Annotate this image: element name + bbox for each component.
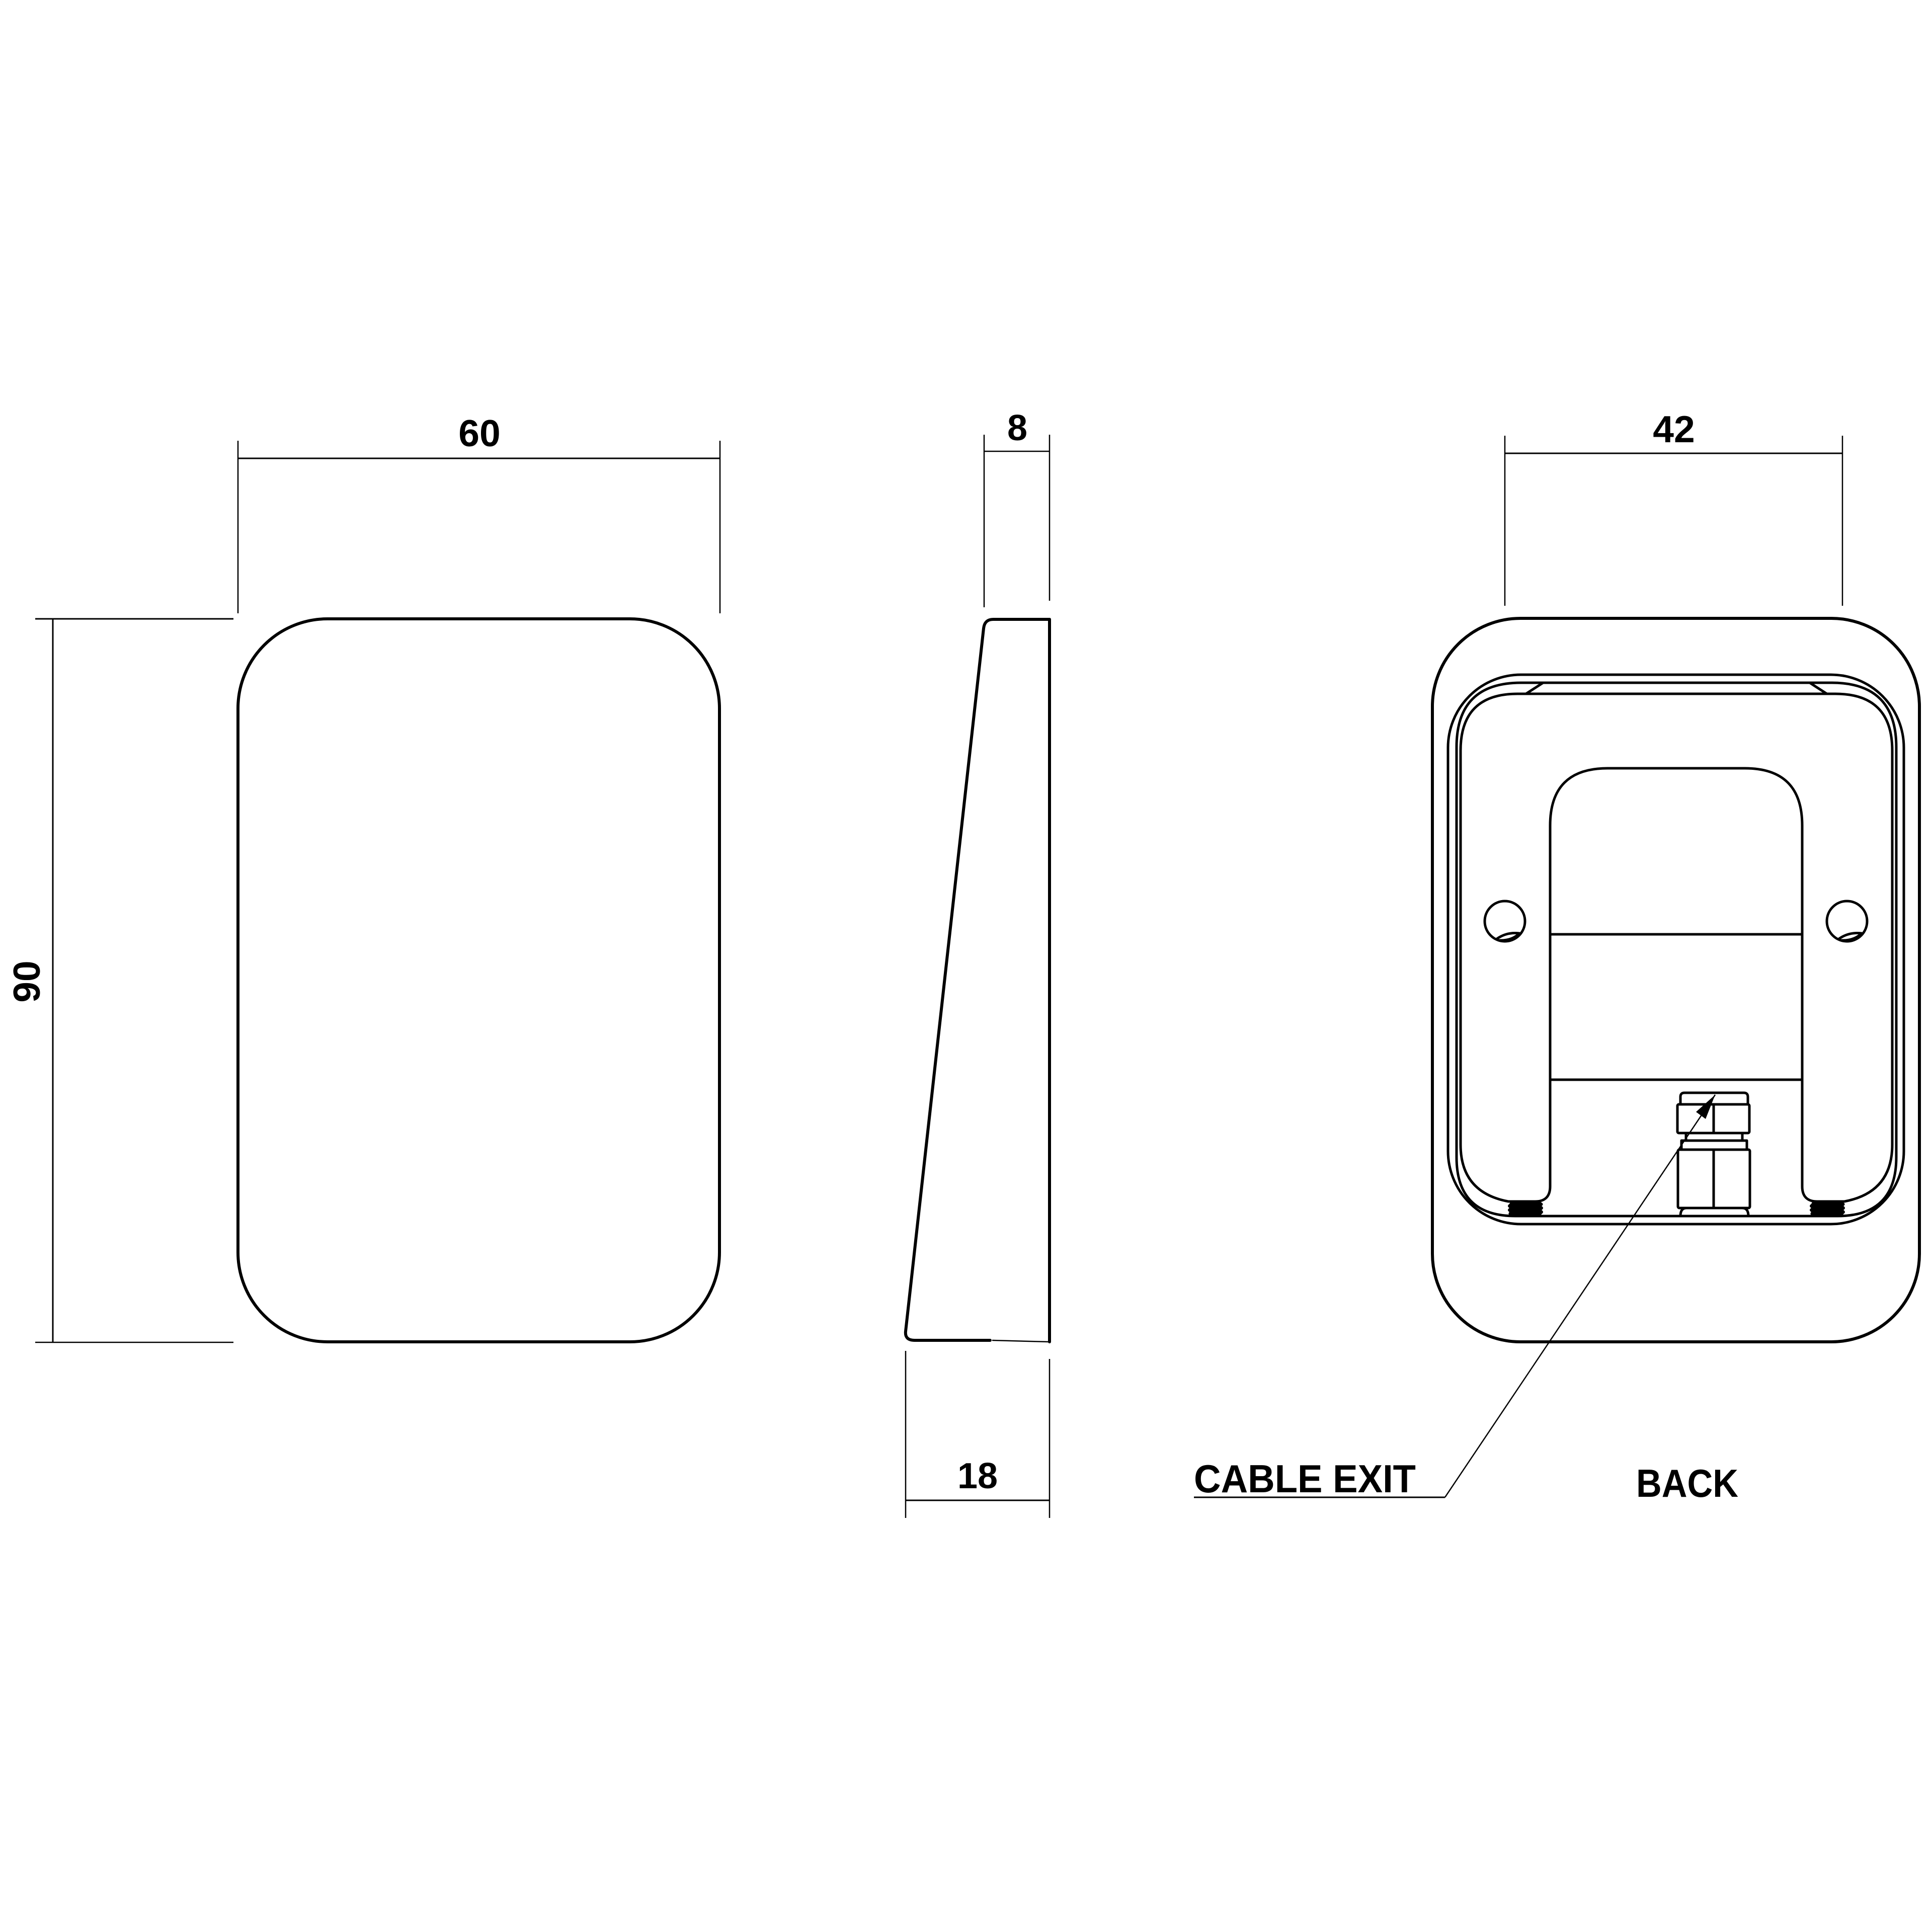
dimension-value-width: 60: [458, 412, 500, 454]
front-height-dimension: 90: [6, 618, 233, 1343]
front-view: 60 90: [6, 412, 721, 1343]
recess-frame-outer: [1446, 673, 1905, 1226]
side-view: 8 18: [904, 408, 1051, 1518]
side-profile-bottom-thin: [992, 1339, 1050, 1343]
back-view: 42 CABLE EXIT BACK: [1194, 408, 1921, 1505]
dimension-value-height: 90: [6, 960, 48, 1002]
mounting-hole-left: [1483, 900, 1526, 943]
mounting-bracket-outline: [1459, 692, 1894, 1203]
leader-line: [1444, 1094, 1716, 1498]
cable-gland-connector: [1676, 1091, 1751, 1218]
front-outline: [236, 617, 721, 1343]
back-outer-outline: [1431, 617, 1921, 1343]
back-view-label: BACK: [1636, 1461, 1738, 1505]
recess-frame-middle: [1455, 681, 1898, 1218]
side-top-dimension: 8: [983, 408, 1051, 607]
chamfer-line-left: [1524, 681, 1545, 695]
mounting-hole-right: [1825, 900, 1869, 943]
chamfer-line-right: [1808, 681, 1828, 695]
dimension-value-top-depth: 8: [1007, 408, 1027, 448]
cable-exit-label: CABLE EXIT: [1194, 1457, 1416, 1501]
back-bracket-width-dimension: 42: [1504, 408, 1843, 606]
cable-exit-callout: CABLE EXIT: [1194, 1094, 1716, 1501]
spring-left: [1508, 1202, 1543, 1216]
front-width-dimension: 60: [237, 412, 721, 613]
side-bottom-dimension: 18: [905, 1351, 1051, 1518]
dimension-value-bracket-width: 42: [1653, 408, 1695, 450]
leader-arrowhead: [1696, 1095, 1715, 1119]
spring-right: [1810, 1202, 1845, 1216]
side-profile-outline: [904, 618, 1051, 1342]
dimension-value-bottom-depth: 18: [957, 1456, 998, 1496]
